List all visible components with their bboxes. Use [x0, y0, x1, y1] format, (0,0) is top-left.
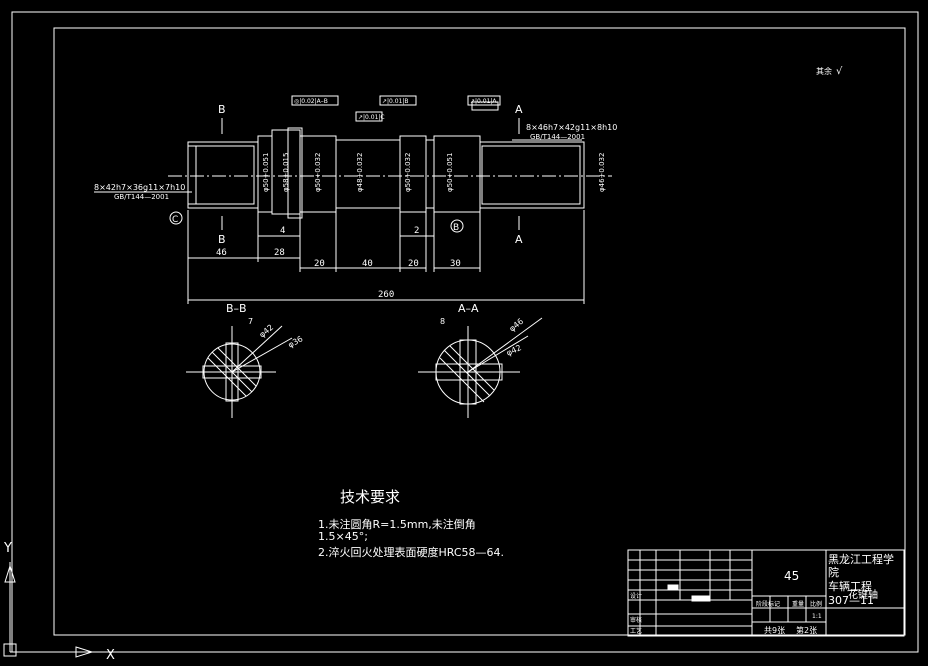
diameter-label: φ50+0.051: [446, 153, 454, 192]
section-aa-view: [418, 317, 543, 418]
tech-req-line-2: 1.5×45°;: [318, 530, 368, 543]
section-label-a-bottom: A: [515, 233, 523, 246]
spline-callout-left-std: GB/T144—2001: [114, 193, 169, 201]
ucs-icon: [3, 562, 96, 658]
diameter-label: φ46+0.032: [598, 153, 606, 192]
diameter-label: φ50+0.051: [262, 153, 270, 192]
tolerance-frames: [291, 95, 501, 122]
inner-frame: [53, 27, 906, 636]
title-block-drawing-no: 307—11: [828, 594, 874, 607]
title-block-part-name: 花键轴: [848, 588, 878, 601]
tech-requirements-title: 技术要求: [340, 488, 401, 506]
title-block-material: 45: [784, 569, 799, 583]
datum-b-label: B: [453, 223, 459, 233]
section-aa-dim-8: 8: [440, 317, 445, 326]
section-bb-dim-7: 7: [248, 317, 253, 326]
tolerance-frame-2: ↗|0.01|C: [358, 114, 385, 121]
tolerance-frame-1: ◎|0.02|A–B: [294, 98, 328, 105]
dim-28: 28: [274, 248, 285, 258]
diameter-labels: φ50+0.051 φ58+0.015 φ50+0.032 φ48+0.032 …: [262, 153, 606, 192]
title-block-designer: 设计: [630, 592, 642, 600]
title-block-dept: 车辆工程: [828, 579, 872, 593]
section-aa-title: A–A: [458, 302, 479, 315]
dim-260: 260: [378, 290, 394, 300]
title-block-process: 工艺: [630, 627, 642, 635]
axis-y-label: Y: [3, 541, 12, 556]
dim-20b: 20: [408, 259, 419, 269]
diameter-label: φ50+0.032: [314, 153, 322, 192]
diameter-label: φ58+0.015: [282, 153, 290, 192]
title-block-weight: 重量: [792, 600, 804, 608]
title-block-stage: 阶段标记: [756, 600, 780, 608]
section-bb-title: B–B: [226, 302, 247, 315]
datum-c-label: C: [172, 215, 178, 225]
spline-callout-left: 8×42h7×36g11×7h10: [94, 183, 185, 192]
title-block-school-1: 黑龙江工程学: [828, 552, 894, 566]
dim-30: 30: [450, 259, 461, 269]
title-block-check: 审核: [630, 616, 642, 624]
outer-frame: [11, 11, 919, 653]
axis-x-label: X: [106, 648, 115, 663]
shaft-view: [168, 127, 612, 219]
section-bb-view: [186, 325, 293, 418]
spline-callout-right: 8×46h7×42g11×8h10: [526, 123, 617, 132]
title-block-sheet-no: 第2张: [796, 625, 817, 635]
datum-c-marker: [169, 211, 183, 225]
section-bb-dim-42: φ42: [258, 323, 276, 340]
surface-finish-icon: √: [836, 66, 843, 77]
tolerance-frame-4: ↗|0.01|A: [470, 98, 497, 105]
dim-40: 40: [362, 259, 373, 269]
surface-finish-note: 其余: [816, 66, 832, 76]
section-label-b-bottom: B: [218, 233, 226, 246]
diameter-label: φ50+0.032: [404, 153, 412, 192]
datum-b-marker: [450, 219, 464, 233]
section-label-b-top: B: [218, 103, 226, 116]
tech-req-line-3: 2.淬火回火处理表面硬度HRC58—64.: [318, 546, 505, 559]
dimension-lines: [187, 210, 585, 304]
dim-2: 2: [414, 226, 419, 236]
section-label-a-top: A: [515, 103, 523, 116]
tech-req-line-1: 1.未注圆角R=1.5mm,未注倒角: [318, 518, 476, 531]
section-bb-dim-36: φ36: [287, 334, 305, 350]
title-block-scale-label: 比例: [810, 600, 822, 608]
section-aa-dim-46: φ46: [508, 317, 526, 334]
section-aa-dim-42: φ42: [505, 343, 523, 358]
dim-46: 46: [216, 248, 227, 258]
dim-4: 4: [280, 226, 285, 236]
diameter-label: φ48+0.032: [356, 153, 364, 192]
title-block: [627, 549, 905, 637]
title-block-school-2: 院: [828, 565, 839, 579]
title-block-scale: 1:1: [812, 613, 822, 620]
dim-20a: 20: [314, 259, 325, 269]
tolerance-frame-3: ↗|0.01|B: [382, 98, 409, 105]
section-markers: [221, 118, 520, 230]
title-block-sheets: 共9张: [764, 626, 785, 635]
spline-callout-right-std: GB/T144—2001: [530, 133, 585, 141]
